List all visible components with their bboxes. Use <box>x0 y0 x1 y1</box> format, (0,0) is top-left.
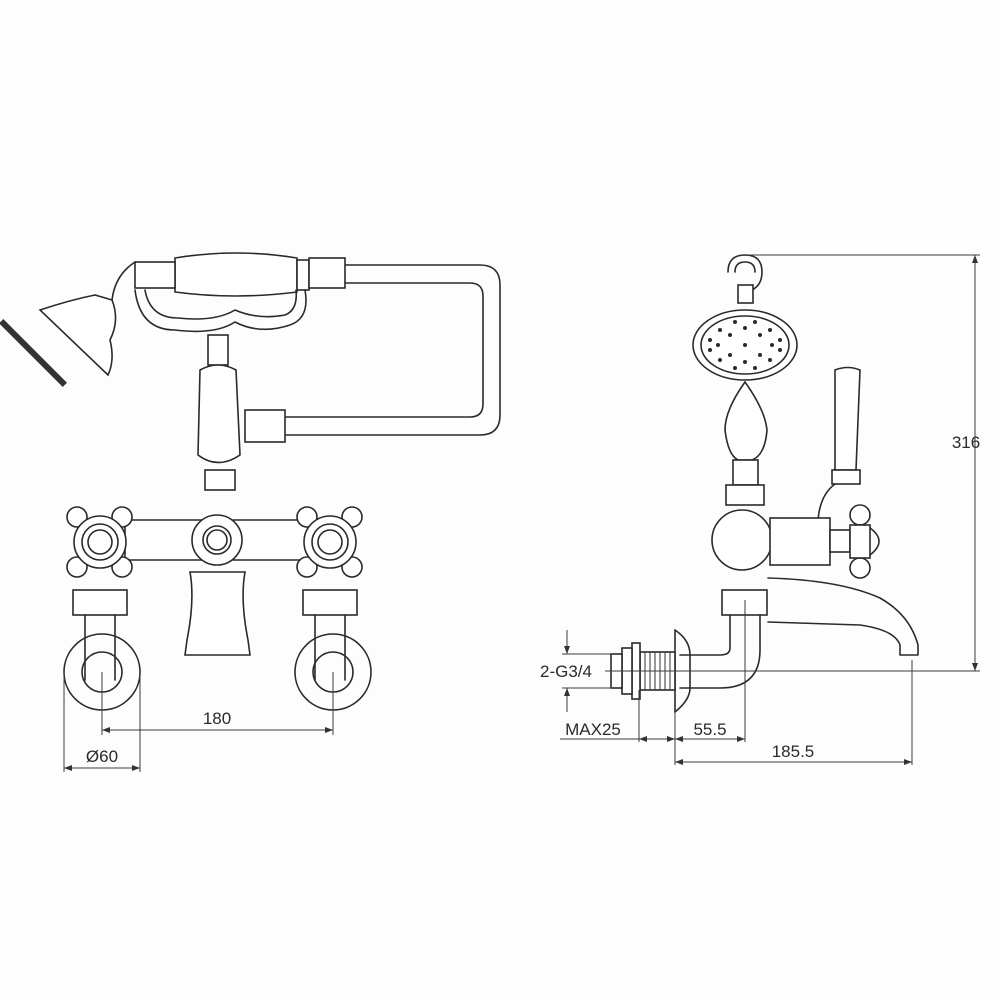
hose-connector <box>244 409 286 443</box>
cradle-inner <box>144 289 298 320</box>
spray-nozzles <box>708 320 782 370</box>
side-view: 316 2-G3/4 MAX25 55.5 185.5 <box>540 254 980 765</box>
dim-max-wall: MAX25 <box>565 720 621 739</box>
handset-collar-left <box>134 261 176 289</box>
handset-end-cap <box>308 257 346 289</box>
crosshead-right <box>296 506 363 578</box>
crosshead-knob-bottom <box>849 557 871 579</box>
cradle <box>134 289 307 333</box>
crosshead-knob-top <box>849 504 871 526</box>
crosshead-left <box>66 506 133 578</box>
lever-handle <box>834 366 861 471</box>
center-boss-inner <box>202 525 232 555</box>
handset-collar-right <box>296 259 310 291</box>
hook-stem <box>737 284 754 304</box>
handset-body-side <box>724 380 768 461</box>
hose-loop-inner <box>284 282 484 418</box>
dim-wall-to-center: 55.5 <box>693 720 726 739</box>
lever-arm <box>817 483 836 521</box>
hose-neck <box>111 261 136 301</box>
valve-cartridge <box>769 517 831 566</box>
diverter-lever <box>197 364 241 464</box>
handset-stem-side <box>732 459 759 486</box>
handset-hook <box>727 254 763 291</box>
shower-head-face <box>0 319 67 387</box>
center-boss <box>191 514 243 566</box>
inlet-elbow-inner <box>679 614 731 656</box>
diverter-nut-side <box>725 484 765 506</box>
handset-hook-inner <box>734 261 756 273</box>
crosshead-cap <box>869 527 880 556</box>
nut-left <box>72 589 128 616</box>
dim-thread: 2-G3/4 <box>540 662 592 681</box>
nut-right <box>302 589 358 616</box>
dim-height: 316 <box>952 433 980 452</box>
handset-handle <box>174 252 298 297</box>
inlet-elbow-outer <box>679 614 761 689</box>
spout-side <box>767 577 919 656</box>
crosshead-hub <box>849 524 871 559</box>
lever-collar <box>831 469 861 485</box>
center-boss-core <box>206 529 228 551</box>
diverter-stem <box>204 469 236 491</box>
valve-body-side <box>711 509 773 571</box>
dim-flange-diameter: Ø60 <box>86 747 118 766</box>
cradle-stem <box>207 334 229 366</box>
hose-loop-outer <box>284 264 501 436</box>
dim-center-spacing: 180 <box>203 709 231 728</box>
dim-projection: 185.5 <box>772 742 815 761</box>
bath-spout <box>184 571 251 656</box>
shower-head <box>38 294 117 377</box>
valve-spindle <box>829 529 851 553</box>
front-view: 180 Ø60 <box>0 252 501 772</box>
